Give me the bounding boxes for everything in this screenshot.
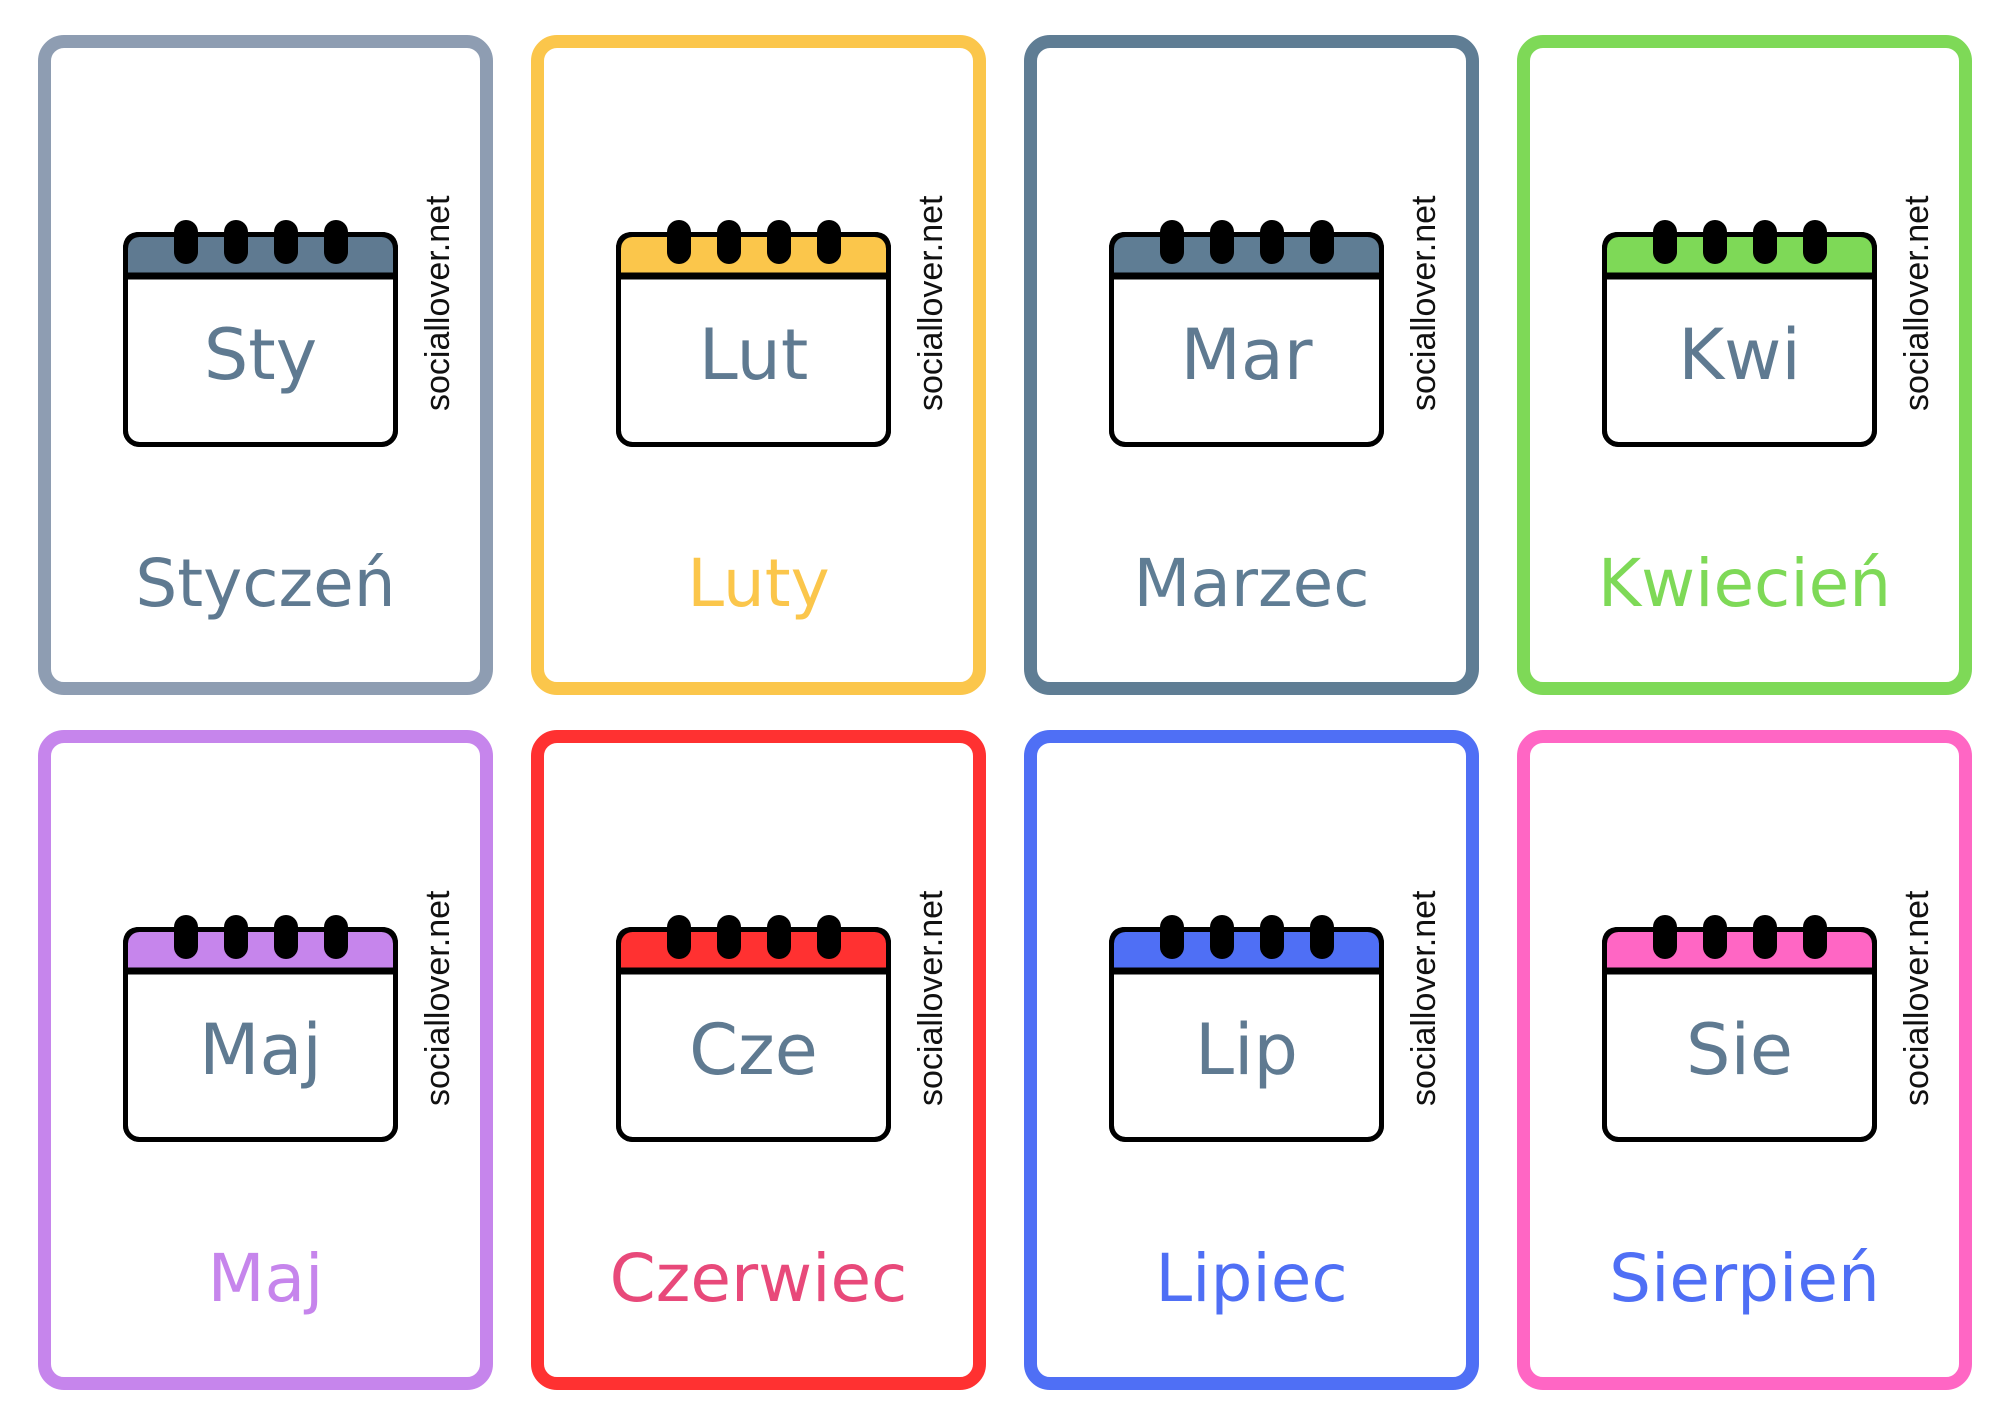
- month-card-july: Lip sociallover.net Lipiec: [1024, 730, 1479, 1390]
- calendar-icon: [1602, 915, 1877, 1142]
- month-card-february: Lut sociallover.net Luty: [531, 35, 986, 695]
- watermark-text: sociallover.net: [1898, 890, 1936, 1106]
- month-card-january: Sty sociallover.net Styczeń: [38, 35, 493, 695]
- watermark-text: sociallover.net: [912, 195, 950, 411]
- month-name: Maj: [207, 1240, 324, 1317]
- month-name: Sierpień: [1609, 1240, 1880, 1317]
- month-abbreviation: Lip: [1195, 1009, 1298, 1091]
- calendar-icon: [1602, 220, 1877, 447]
- month-abbreviation: Maj: [199, 1009, 322, 1091]
- month-abbreviation: Cze: [689, 1009, 818, 1091]
- month-abbreviation: Lut: [698, 314, 809, 396]
- month-card-march: Mar sociallover.net Marzec: [1024, 35, 1479, 695]
- month-name: Marzec: [1133, 545, 1370, 622]
- month-name: Czerwiec: [609, 1240, 908, 1317]
- calendar-icon: [616, 220, 891, 447]
- month-card-may: Maj sociallover.net Maj: [38, 730, 493, 1390]
- month-abbreviation: Sty: [203, 314, 318, 396]
- calendar-icon: [123, 220, 398, 447]
- calendar-icon: [1109, 915, 1384, 1142]
- calendar-icon: [616, 915, 891, 1142]
- month-card-june: Cze sociallover.net Czerwiec: [531, 730, 986, 1390]
- month-abbreviation: Sie: [1686, 1009, 1793, 1091]
- month-abbreviation: Mar: [1180, 314, 1313, 396]
- watermark-text: sociallover.net: [419, 890, 457, 1106]
- watermark-text: sociallover.net: [1898, 195, 1936, 411]
- month-name: Styczeń: [135, 545, 396, 622]
- watermark-text: sociallover.net: [419, 195, 457, 411]
- watermark-text: sociallover.net: [1405, 890, 1443, 1106]
- month-name: Luty: [687, 545, 830, 622]
- month-abbreviation: Kwi: [1678, 314, 1801, 396]
- month-name: Lipiec: [1155, 1240, 1348, 1317]
- watermark-text: sociallover.net: [1405, 195, 1443, 411]
- month-card-august: Sie sociallover.net Sierpień: [1517, 730, 1972, 1390]
- watermark-text: sociallover.net: [912, 890, 950, 1106]
- calendar-icon: [1109, 220, 1384, 447]
- calendar-icon: [123, 915, 398, 1142]
- month-name: Kwiecień: [1597, 545, 1892, 622]
- month-card-april: Kwi sociallover.net Kwiecień: [1517, 35, 1972, 695]
